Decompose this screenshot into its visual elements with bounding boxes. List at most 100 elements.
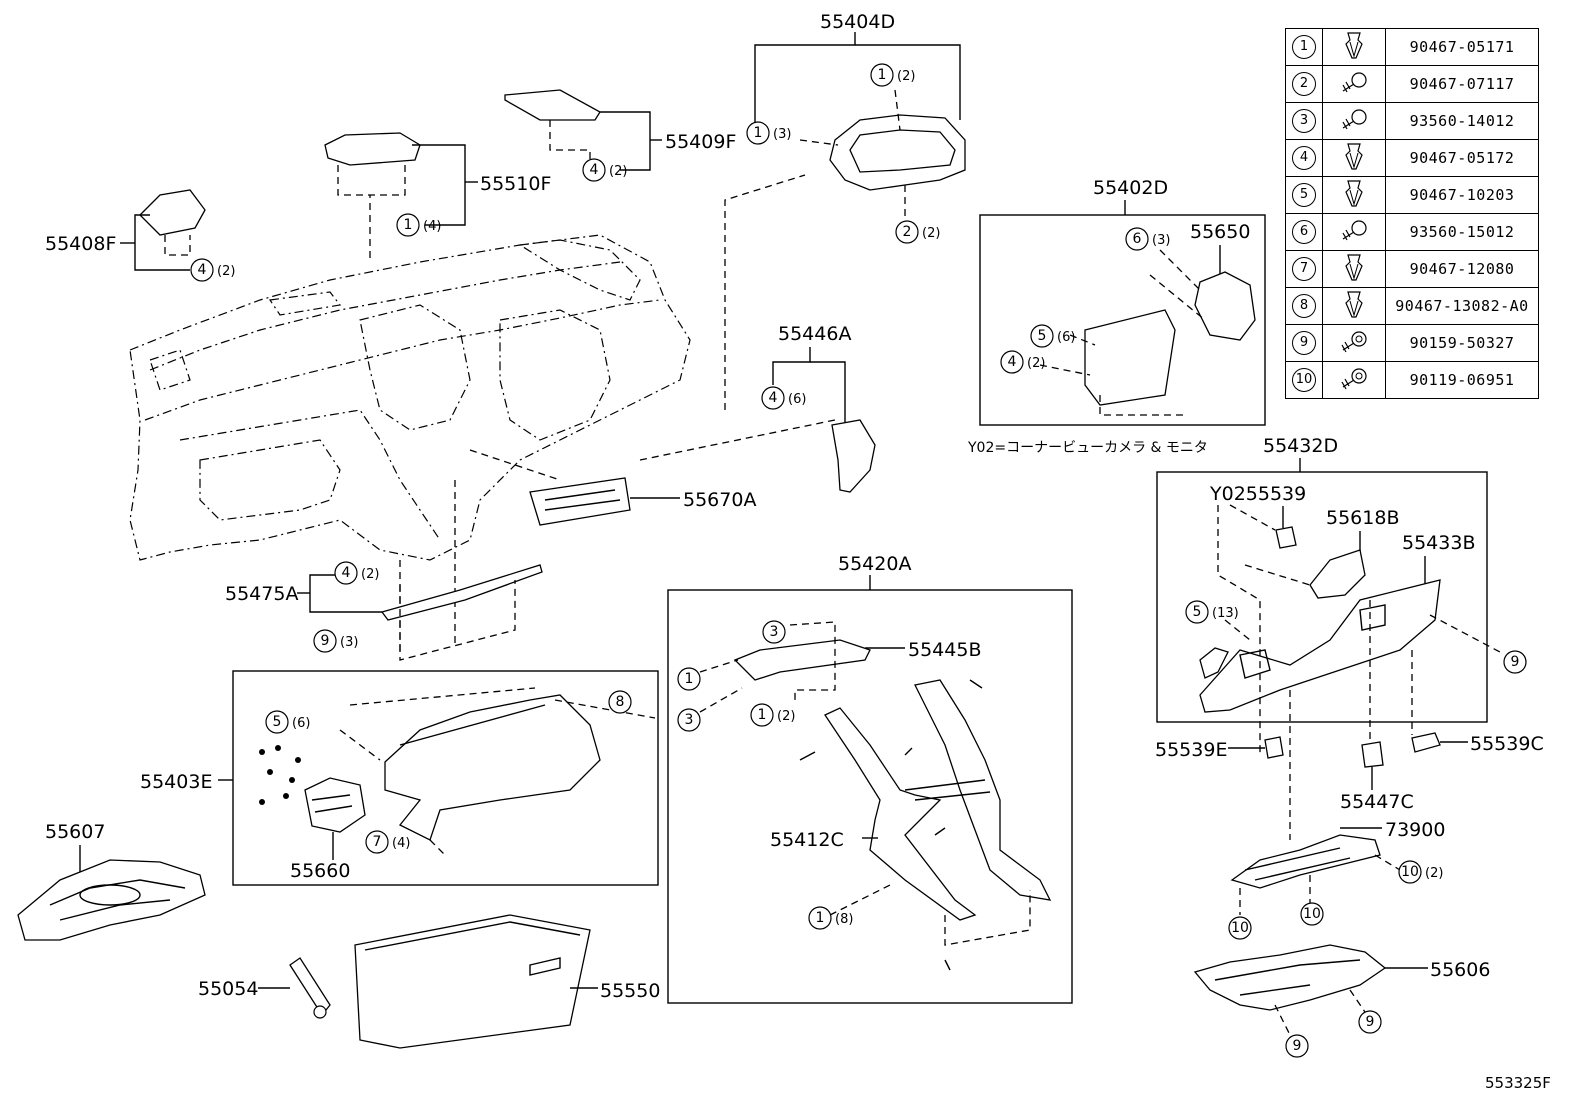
screw-icon xyxy=(1322,213,1386,251)
panel-55403E-group: 55403E 55660 5 (6) 8 7 (4) xyxy=(140,670,659,886)
legend-number: 8 xyxy=(1292,294,1316,318)
part-label-55409F: 55409F xyxy=(665,131,736,153)
legend-part-number: 93560-15012 xyxy=(1385,213,1539,251)
svg-text:9: 9 xyxy=(321,633,330,649)
svg-text:9: 9 xyxy=(1511,654,1520,670)
svg-text:2: 2 xyxy=(903,224,912,240)
legend-number: 5 xyxy=(1292,183,1316,207)
legend-number: 6 xyxy=(1292,220,1316,244)
panel-55420A-group: 55420A 55445B 55412C 3 1 3 1 (2) 1 (8) xyxy=(667,553,1073,1004)
legend-number: 2 xyxy=(1292,72,1316,96)
legend-number-cell: 6 xyxy=(1285,213,1323,251)
legend-row: 3 93560-14012 xyxy=(1285,102,1539,140)
svg-text:10: 10 xyxy=(1303,906,1321,922)
legend-number: 10 xyxy=(1292,368,1316,392)
leader-lines xyxy=(369,174,836,655)
legend-part-number: 93560-14012 xyxy=(1385,102,1539,140)
svg-text:5: 5 xyxy=(1193,604,1202,620)
bracket-73900-group: 73900 10 (2) 10 10 xyxy=(1228,819,1445,940)
legend-row: 10 90119-06951 xyxy=(1285,361,1539,399)
svg-text:4: 4 xyxy=(769,390,778,406)
legend-part-number: 90467-12080 xyxy=(1385,250,1539,288)
part-label-55670A: 55670A xyxy=(683,489,756,511)
instrument-panel-outline xyxy=(129,234,691,561)
part-label-55408F: 55408F xyxy=(45,233,116,255)
svg-text:10: 10 xyxy=(1401,864,1419,880)
svg-text:10: 10 xyxy=(1231,920,1249,936)
clip-icon xyxy=(1322,139,1386,177)
part-label-55539E: 55539E xyxy=(1155,739,1227,761)
svg-text:3: 3 xyxy=(770,624,779,640)
clip-icon xyxy=(1322,28,1386,66)
legend-row: 7 90467-12080 xyxy=(1285,250,1539,288)
panel-55432D-group: 55432D Y0255539 55618B 55433B 5 (13) 9 xyxy=(1156,435,1527,840)
panel-55510F-group: 55510F 1 (4) xyxy=(324,132,551,237)
legend-number-cell: 9 xyxy=(1285,324,1323,362)
part-label-55404D: 55404D xyxy=(820,11,895,33)
svg-text:4: 4 xyxy=(1008,354,1017,370)
legend-number-cell: 5 xyxy=(1285,176,1323,214)
legend-part-number: 90467-07117 xyxy=(1385,65,1539,103)
part-label-55510F: 55510F xyxy=(480,173,551,195)
part-label-73900: 73900 xyxy=(1385,819,1445,841)
part-label-55054: 55054 xyxy=(198,978,258,1000)
part-label-55475A: 55475A xyxy=(225,583,298,605)
legend-number: 1 xyxy=(1292,35,1316,59)
clips-lower-right: 55539E 55447C 55539C xyxy=(1155,732,1544,813)
legend-number: 7 xyxy=(1292,257,1316,281)
clip-icon xyxy=(1322,250,1386,288)
part-label-55550: 55550 xyxy=(600,980,660,1002)
legend-part-number: 90467-10203 xyxy=(1385,176,1539,214)
svg-text:(4): (4) xyxy=(392,836,410,851)
panel-55446A-group: 55446A 4 (6) xyxy=(761,323,876,493)
panel-55402D-group: 55402D 55650 6 (3) 5 (6) 4 (2) Y02=コーナービ… xyxy=(967,177,1266,456)
legend-number-cell: 3 xyxy=(1285,102,1323,140)
part-label-55650: 55650 xyxy=(1190,221,1250,243)
panel-55409F-group: 55409F 4 (2) xyxy=(504,89,736,182)
legend-number-cell: 4 xyxy=(1285,139,1323,177)
part-label-55403E: 55403E xyxy=(140,771,212,793)
part-label-55432D: 55432D xyxy=(1263,435,1338,457)
legend-number-cell: 1 xyxy=(1285,28,1323,66)
svg-text:4: 4 xyxy=(198,262,207,278)
svg-text:(6): (6) xyxy=(292,716,310,731)
damper-55054-group: 55054 xyxy=(198,957,331,1019)
svg-text:(3): (3) xyxy=(340,635,358,650)
legend-number-cell: 2 xyxy=(1285,65,1323,103)
legend-row: 4 90467-05172 xyxy=(1285,139,1539,177)
part-label-55402D: 55402D xyxy=(1093,177,1168,199)
legend-row: 2 90467-07117 xyxy=(1285,65,1539,103)
legend-number: 9 xyxy=(1292,331,1316,355)
svg-text:1: 1 xyxy=(878,67,887,83)
svg-text:(4): (4) xyxy=(423,219,441,234)
part-label-Y0255539: Y0255539 xyxy=(1209,483,1306,505)
svg-text:(2): (2) xyxy=(217,264,235,279)
legend-number-cell: 8 xyxy=(1285,287,1323,325)
part-label-55606: 55606 xyxy=(1430,959,1490,981)
svg-text:4: 4 xyxy=(342,565,351,581)
screw-icon xyxy=(1322,65,1386,103)
part-label-55433B: 55433B xyxy=(1402,532,1475,554)
cluster-hood-group: 55404D 1 (2) 1 (3) 2 (2) xyxy=(746,11,966,244)
svg-text:(2): (2) xyxy=(777,709,795,724)
svg-text:(6): (6) xyxy=(1057,330,1075,345)
svg-text:(8): (8) xyxy=(835,912,853,927)
legend-part-number: 90467-05172 xyxy=(1385,139,1539,177)
clip-icon xyxy=(1322,287,1386,325)
svg-text:(6): (6) xyxy=(788,392,806,407)
part-label-55447C: 55447C xyxy=(1340,791,1414,813)
part-label-55618B: 55618B xyxy=(1326,507,1399,529)
legend-part-number: 90119-06951 xyxy=(1385,361,1539,399)
trim-55475A-group: 55475A 4 (2) 9 (3) xyxy=(225,561,543,661)
vent-55670A-group: 55670A xyxy=(529,477,756,526)
svg-text:7: 7 xyxy=(373,834,382,850)
svg-text:(3): (3) xyxy=(773,127,791,142)
legend-row: 5 90467-10203 xyxy=(1285,176,1539,214)
svg-text:(3): (3) xyxy=(1152,233,1170,248)
svg-text:(2): (2) xyxy=(897,69,915,84)
part-label-55412C: 55412C xyxy=(770,829,844,851)
svg-text:(2): (2) xyxy=(361,567,379,582)
